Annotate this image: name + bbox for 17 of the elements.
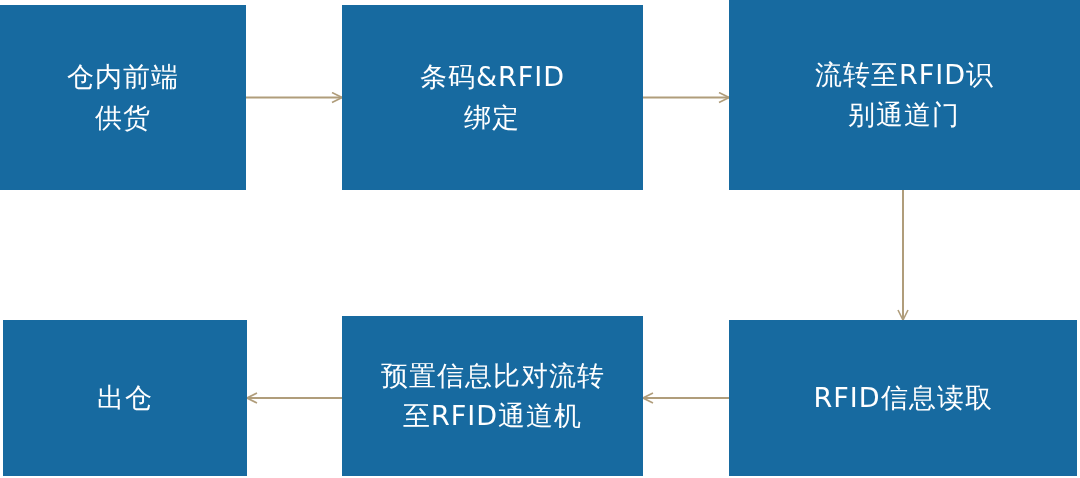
box-label: RFID信息读取 [813,380,993,415]
arrow [642,91,730,104]
box-label: 出仓 [97,380,153,415]
process-box [342,5,643,190]
box-label: 仓内前端供货 [66,60,180,135]
arrow [642,392,730,404]
box-label: 流转至RFID识别通道门 [813,57,995,132]
process-box [729,320,1077,476]
arrow [246,392,343,404]
arrow [245,91,343,104]
process-box [3,320,247,476]
box-label: 条码&RFID绑定 [418,60,567,135]
process-box [729,0,1080,190]
process-box [0,5,246,190]
arrow [897,189,909,321]
process-box [342,316,643,476]
box-label: 预置信息比对流转至RFID通道机 [379,358,606,433]
